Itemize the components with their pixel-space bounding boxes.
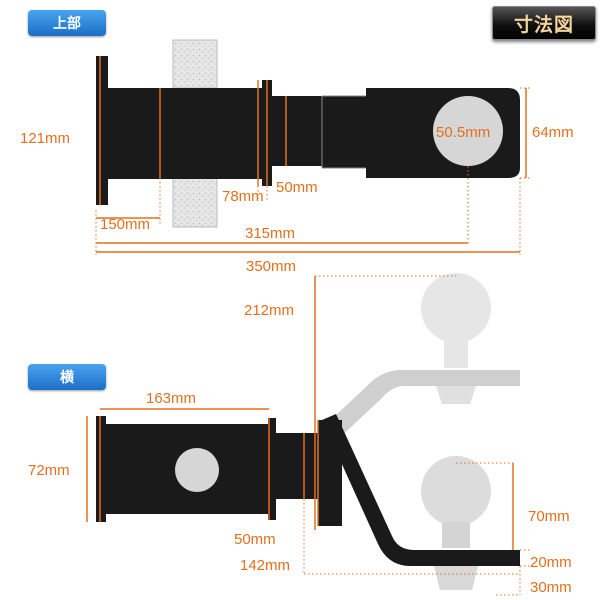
hitch-ball-top [433, 96, 503, 166]
label-350mm: 350mm [246, 258, 296, 275]
label-150mm: 150mm [100, 216, 150, 233]
hitch-ball-neck [442, 522, 470, 548]
label-121mm: 121mm [20, 130, 70, 147]
top-view: 121mm 150mm 78mm 50mm 50.5mm 64mm 315mm … [20, 39, 574, 275]
side-section-label: 横 [60, 369, 74, 385]
label-64mm: 64mm [532, 124, 574, 141]
ghost-drawbar [318, 370, 520, 443]
side-shank-end [318, 420, 342, 526]
shank-inner [271, 96, 323, 166]
end-plate [96, 56, 108, 205]
diagram-title: 寸法図 [513, 13, 574, 36]
label-78mm: 78mm [222, 188, 264, 205]
bumper-wall-bottom [172, 176, 218, 228]
pin-hole [175, 448, 219, 492]
top-section-badge: 上部 [28, 10, 106, 36]
label-315mm: 315mm [245, 225, 295, 242]
side-view: 212mm 163mm 72mm 50mm 142mm 70mm 20mm 30… [28, 273, 572, 596]
ghost-ball-base [436, 386, 476, 404]
hitch-ball-side [421, 456, 491, 526]
shank-sleeve [321, 95, 368, 169]
ghost-ball-neck [444, 338, 468, 368]
receiver-body [107, 88, 265, 179]
label-50mm-top: 50mm [276, 179, 318, 196]
label-72mm: 72mm [28, 462, 70, 479]
label-50mm-side: 50mm [234, 531, 276, 548]
label-70mm: 70mm [528, 508, 570, 525]
label-142mm: 142mm [240, 557, 290, 574]
side-end-plate [96, 416, 106, 522]
drop-bar [322, 414, 520, 566]
label-50-5mm: 50.5mm [436, 124, 490, 141]
ghost-ball [421, 273, 491, 343]
side-section-badge: 横 [28, 364, 106, 390]
bumper-wall-top [172, 39, 218, 89]
label-212mm: 212mm [244, 302, 294, 319]
side-collar [268, 418, 276, 520]
hitch-ball-base [434, 566, 478, 590]
label-163mm: 163mm [146, 390, 196, 407]
top-section-label: 上部 [53, 15, 81, 31]
title-badge: 寸法図 [492, 6, 596, 40]
label-20mm: 20mm [530, 554, 572, 571]
label-30mm: 30mm [530, 579, 572, 596]
